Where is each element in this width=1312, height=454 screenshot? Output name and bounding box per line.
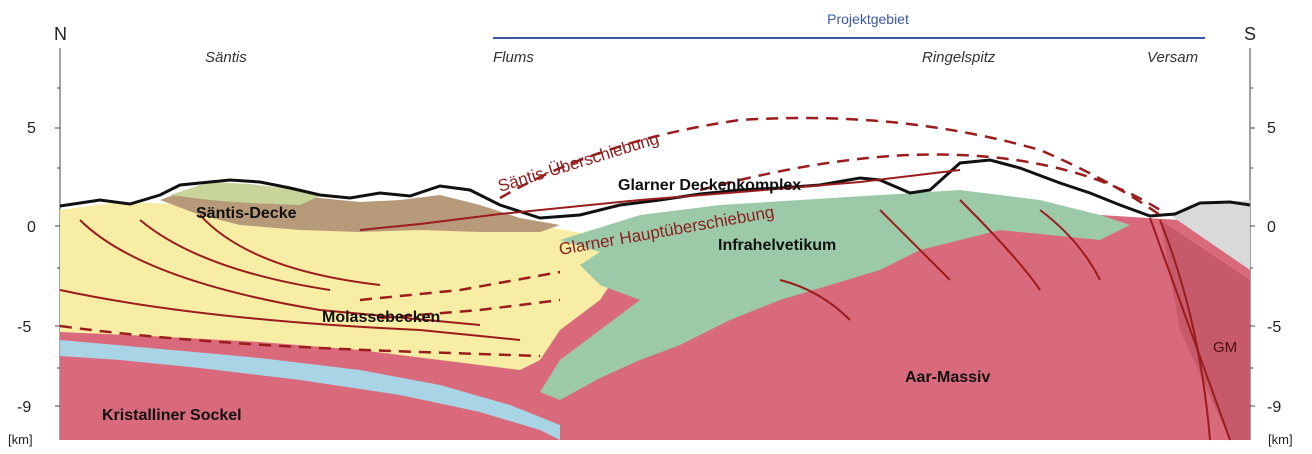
tick-label-5-left: 5: [27, 120, 36, 137]
label-glarner-deckenkomplex: Glarner Deckenkomplex: [618, 177, 801, 194]
label-aar-massiv: Aar-Massiv: [905, 369, 990, 386]
label-infrahelvetikum: Infrahelvetikum: [718, 237, 836, 254]
label-kristalliner-sockel: Kristalliner Sockel: [102, 407, 242, 424]
tick-label-minus9-right: -9: [1267, 399, 1281, 416]
tick-label-0-right: 0: [1267, 219, 1276, 236]
left-depth-axis: [55, 48, 60, 440]
unit-label-right: [km]: [1268, 432, 1293, 447]
location-ringelspitz: Ringelspitz: [922, 49, 996, 66]
north-label: N: [54, 24, 67, 44]
location-saentis: Säntis: [205, 49, 247, 66]
location-versam: Versam: [1147, 49, 1198, 66]
tick-label-minus9-left: -9: [17, 399, 31, 416]
south-label: S: [1244, 24, 1256, 44]
right-depth-axis: [1250, 48, 1255, 440]
tick-label-minus5-right: -5: [1267, 319, 1281, 336]
label-saentis-decke: Säntis-Decke: [196, 205, 297, 222]
tick-label-0-left: 0: [27, 219, 36, 236]
location-flums: Flums: [493, 49, 534, 66]
project-area-label: Projektgebiet: [827, 11, 909, 27]
label-molassebecken: Molassebecken: [322, 309, 440, 326]
tick-label-5-right: 5: [1267, 120, 1276, 137]
unit-label-left: [km]: [8, 432, 33, 447]
tick-label-minus5-left: -5: [17, 319, 31, 336]
label-gm: GM: [1213, 339, 1237, 356]
